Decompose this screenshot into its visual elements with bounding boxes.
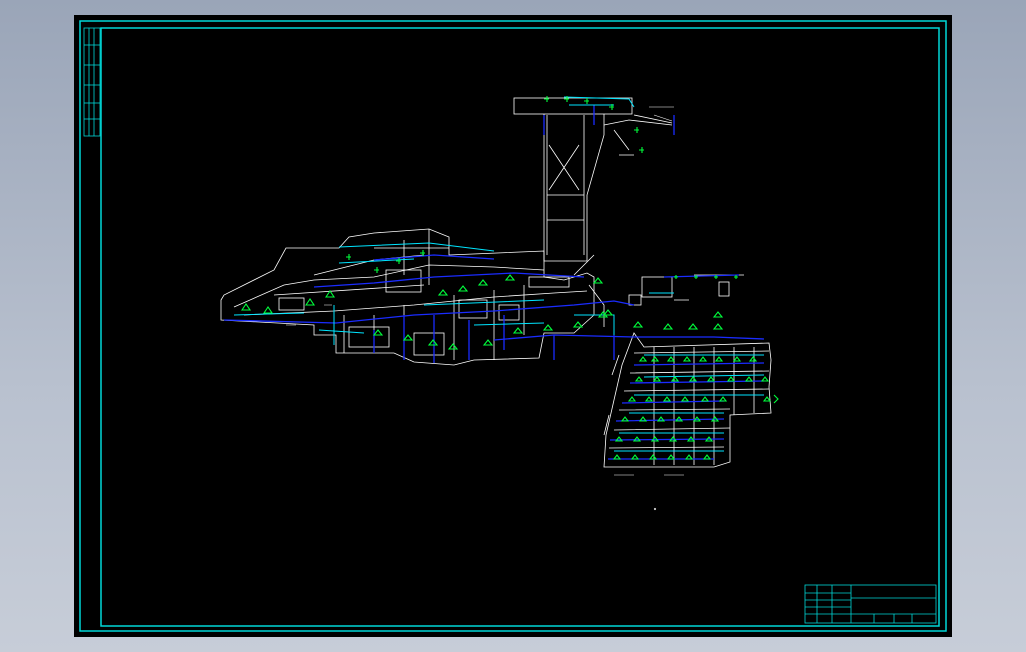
- plan-linework: [220, 97, 772, 468]
- drawing-frame: [79, 20, 947, 632]
- outer-border: [79, 20, 947, 632]
- site-plan-drawing: [79, 20, 947, 632]
- blue-pipe-network: [223, 105, 765, 460]
- cyan-pipe-network: [233, 96, 765, 452]
- green-fixtures: [240, 96, 779, 460]
- inner-border: [100, 27, 940, 627]
- cad-viewport[interactable]: [74, 15, 952, 637]
- title-block: [804, 584, 937, 624]
- annotation-marks: [286, 106, 684, 511]
- revision-strip: [83, 27, 101, 137]
